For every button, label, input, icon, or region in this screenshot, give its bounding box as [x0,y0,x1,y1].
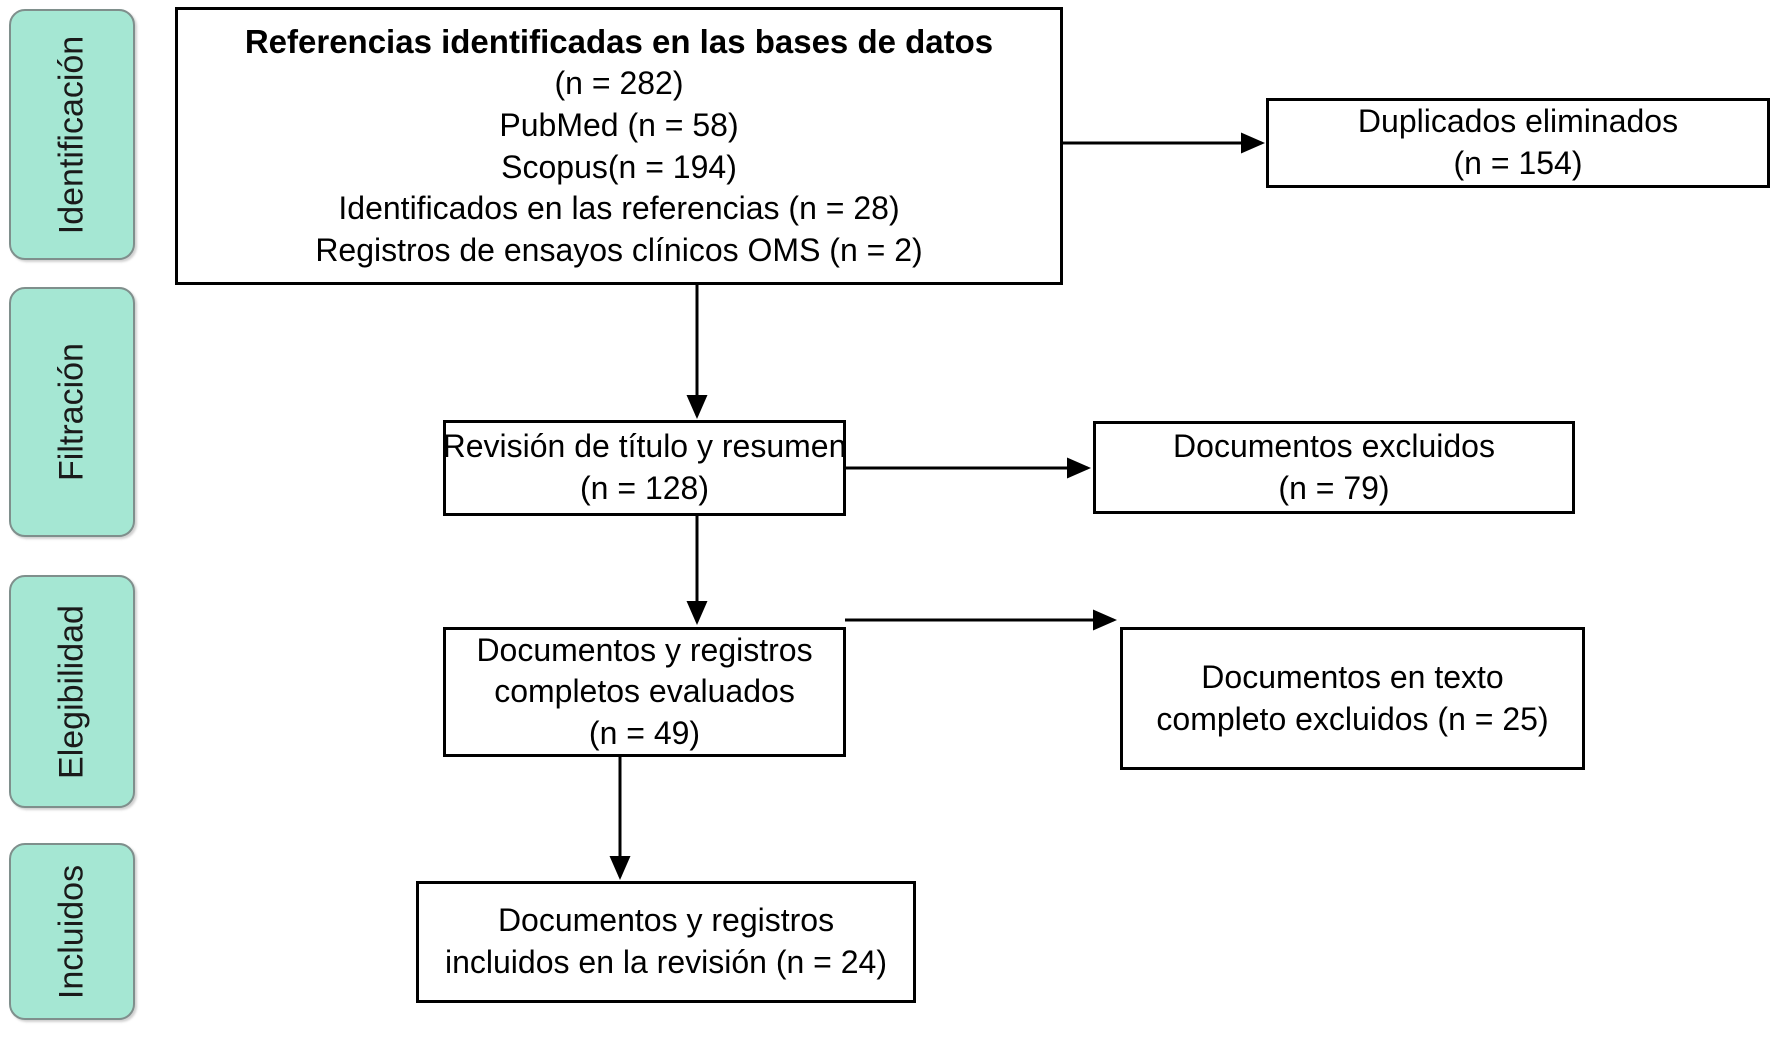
stage-label-filtracion: Filtración [52,343,91,481]
box-documentos-texto-completo-excluidos[interactable]: Documentos en texto completo excluidos (… [1120,627,1585,770]
box-documentos-excluidos[interactable]: Documentos excluidos (n = 79) [1093,421,1575,514]
stage-elegibilidad[interactable]: Elegibilidad [9,575,135,808]
stage-label-elegibilidad: Elegibilidad [52,604,91,779]
box-duplicados-eliminados[interactable]: Duplicados eliminados (n = 154) [1266,98,1770,188]
box-line-identified-total: (n = 282) [554,65,684,102]
box-line-included-line2: incluidos en la revisión (n = 24) [444,944,887,980]
box-line-included-line1: Documentos y registros [497,902,835,939]
box-line-excluded-count: (n = 79) [1278,469,1390,506]
box-documentos-registros-incluidos[interactable]: Documentos y registros incluidos en la r… [416,881,916,1003]
box-referencias-identificadas[interactable]: Referencias identificadas en las bases d… [175,7,1063,285]
box-line-fulltext-excluded-line2: completo excluidos (n = 25) [1156,700,1549,737]
box-line-screening-count: (n = 128) [580,470,709,506]
box-line-fulltext-excluded-line1: Documentos en texto [1201,658,1504,695]
stage-incluidos[interactable]: Incluidos [9,843,135,1020]
box-line-duplicates-title: Duplicados eliminados [1357,103,1679,140]
box-line-fulltext-line2: completos evaluados [494,673,795,710]
box-line-screening-title: Revisión de título y resumen [442,428,847,465]
stage-filtracion[interactable]: Filtración [9,287,135,537]
box-line-identified-scopus: Scopus(n = 194) [501,148,737,185]
box-line-duplicates-count: (n = 154) [1453,145,1583,181]
stage-label-incluidos: Incluidos [52,864,91,999]
box-line-fulltext-count: (n = 49) [588,714,701,751]
stage-label-identificacion: Identificación [52,35,91,234]
box-revision-titulo-resumen[interactable]: Revisión de título y resumen (n = 128) [443,420,846,516]
box-line-identified-title: Referencias identificadas en las bases d… [244,22,994,60]
box-line-identified-pubmed: PubMed (n = 58) [499,107,739,144]
box-line-excluded-title: Documentos excluidos [1173,427,1495,464]
box-line-identified-registros: Registros de ensayos clínicos OMS (n = 2… [315,231,923,268]
box-documentos-registros-completos-evaluados[interactable]: Documentos y registros completos evaluad… [443,627,846,757]
stage-identificacion[interactable]: Identificación [9,9,135,260]
box-line-fulltext-line1: Documentos y registros [476,631,813,668]
box-line-identified-referencias: Identificados en las referencias (n = 28… [338,190,900,227]
